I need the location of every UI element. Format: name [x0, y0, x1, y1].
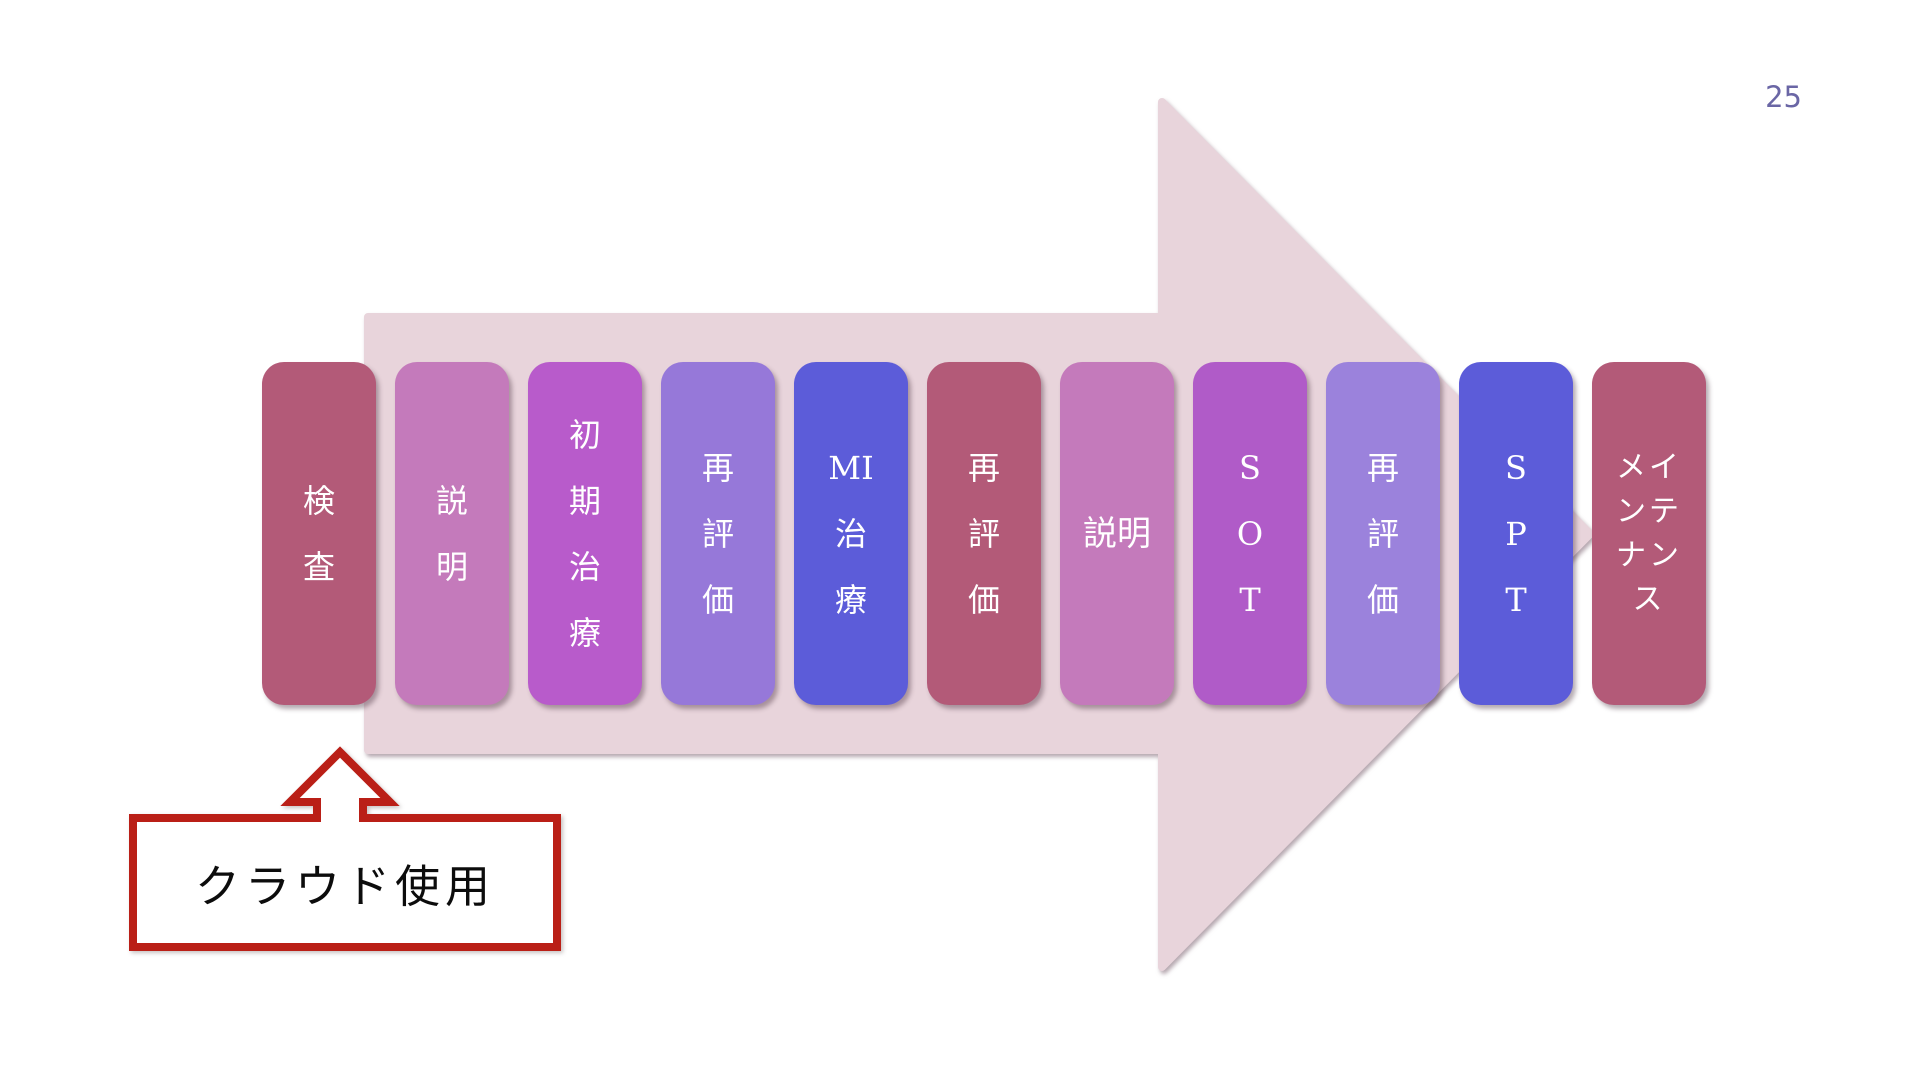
process-step-text: 価	[1366, 580, 1399, 619]
process-step-text: 初	[568, 415, 601, 454]
process-step-text: P	[1505, 514, 1527, 553]
cloud-callout-label: クラウド使用	[194, 861, 495, 912]
process-step-text: 説明	[1083, 513, 1151, 554]
process-step: MI 治療	[794, 362, 908, 705]
process-step-text: 療	[568, 613, 601, 652]
process-step-text: 価	[967, 580, 1000, 619]
process-step: 再評価	[1326, 362, 1440, 705]
process-step-text: 査	[302, 547, 335, 586]
process-step-text: 再	[967, 448, 1000, 487]
process-step: メインテナンス	[1592, 362, 1706, 705]
process-step-text: S	[1239, 448, 1261, 487]
process-step-text: 療	[834, 580, 867, 619]
process-step: 検査	[262, 362, 376, 705]
process-step-text: T	[1239, 580, 1261, 619]
process-step-text: 治	[568, 547, 601, 586]
process-step-text: 明	[435, 547, 468, 586]
process-step-text: 価	[701, 580, 734, 619]
process-step-text: 検	[302, 481, 335, 520]
process-step-text: 再	[1366, 448, 1399, 487]
process-step: 再評価	[661, 362, 775, 705]
process-step: 初期治療	[528, 362, 642, 705]
process-step-text: ナン	[1616, 537, 1682, 573]
process-step-text: 評	[1366, 514, 1399, 553]
process-step-text: 再	[701, 448, 734, 487]
process-step: 説明	[1060, 362, 1174, 705]
process-step-text: O	[1236, 514, 1264, 553]
process-step-text: 評	[967, 514, 1000, 553]
process-step: 再評価	[927, 362, 1041, 705]
process-step-text: ンテ	[1616, 493, 1682, 529]
process-step-text: T	[1505, 580, 1527, 619]
process-step-text: 説	[435, 481, 468, 520]
process-step-text: MI	[828, 448, 874, 487]
process-step: 説明	[395, 362, 509, 705]
process-step-text: メイ	[1616, 449, 1682, 485]
process-step-text: 期	[568, 481, 601, 520]
process-step-text: 治	[834, 514, 867, 553]
page-number: 25	[1765, 80, 1802, 114]
process-step-text: ス	[1632, 581, 1666, 617]
process-step-text: 評	[701, 514, 734, 553]
process-step-text: S	[1505, 448, 1527, 487]
